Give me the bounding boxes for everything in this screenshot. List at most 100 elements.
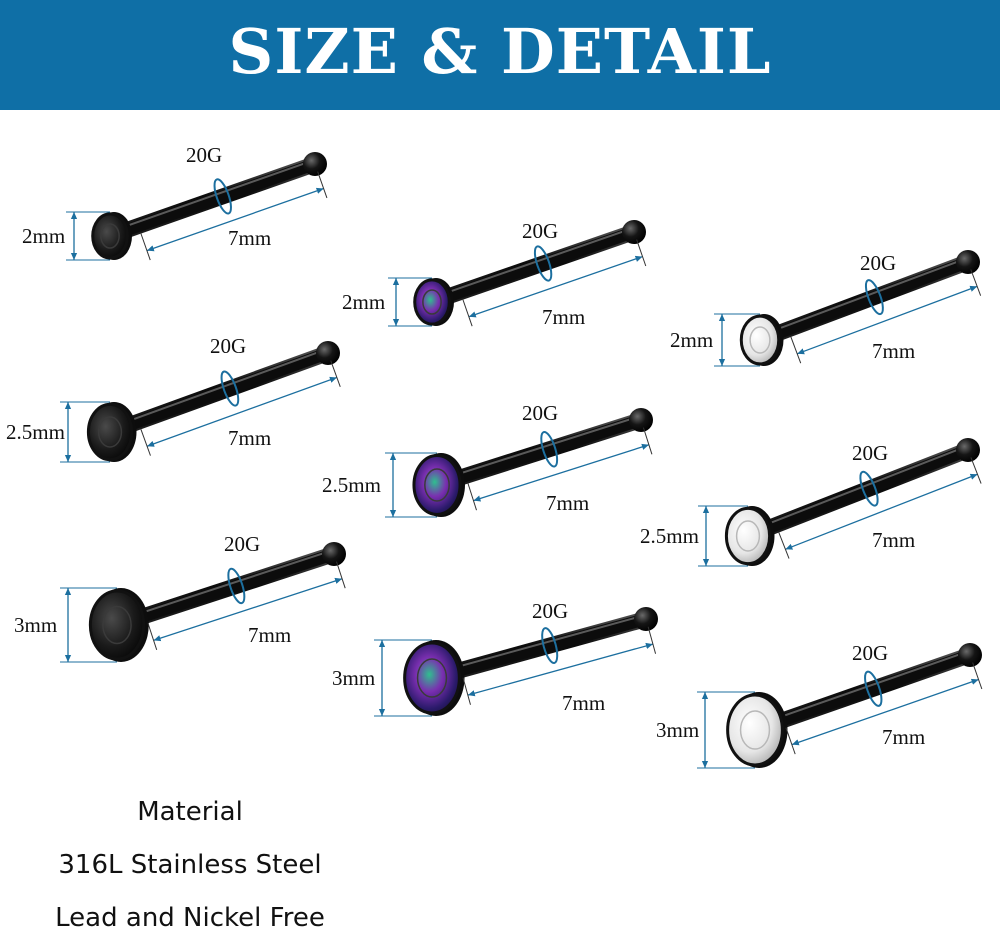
length-dimension: [468, 255, 643, 318]
length-tick: [785, 727, 796, 755]
length-tick: [636, 239, 647, 267]
ball-end: [622, 220, 646, 244]
product-diagram: 20G7mm2mm20G7mm2.5mm20G7mm3mm20G7mm2mm20…: [6, 143, 983, 769]
stud-black-2.5mm: 20G 7mm 2.5mm: [6, 334, 341, 463]
gem: [403, 641, 461, 715]
size-label: 3mm: [14, 613, 57, 637]
length-tick: [970, 457, 982, 484]
length-tick: [462, 677, 471, 705]
stud-rainbow-3mm: 20G 7mm 3mm: [332, 599, 658, 717]
ball-end: [956, 250, 980, 274]
stud-black-3mm: 20G 7mm 3mm: [14, 532, 346, 663]
length-dimension: [153, 577, 343, 642]
gauge-label: 20G: [852, 441, 888, 465]
gem-facet: [749, 326, 771, 354]
length-tick: [140, 429, 151, 456]
size-label: 2mm: [22, 224, 65, 248]
gauge-label: 20G: [860, 251, 896, 275]
material-type: 316L Stainless Steel: [58, 850, 322, 880]
gauge-label: 20G: [224, 532, 260, 556]
length-tick: [778, 532, 790, 559]
length-label: 7mm: [228, 226, 271, 250]
rod-core: [753, 649, 972, 736]
length-label: 7mm: [542, 305, 585, 329]
ball-end: [316, 341, 340, 365]
gauge-label: 20G: [522, 219, 558, 243]
gauge-label: 20G: [186, 143, 222, 167]
length-tick: [147, 623, 158, 651]
length-dimension: [473, 443, 650, 502]
gem: [91, 212, 129, 260]
gem: [88, 589, 146, 661]
gauge-label: 20G: [532, 599, 568, 623]
length-tick: [972, 662, 983, 690]
stud-clear-2mm: 20G 7mm 2mm: [670, 250, 982, 367]
ball-end: [634, 607, 658, 631]
length-label: 7mm: [248, 623, 291, 647]
length-label: 7mm: [546, 491, 589, 515]
gem: [724, 506, 772, 566]
size-label: 2mm: [342, 290, 385, 314]
length-tick: [330, 360, 341, 388]
length-dimension: [467, 642, 654, 697]
title-banner: SIZE & DETAIL: [0, 0, 1000, 110]
ball-end: [629, 408, 653, 432]
gem: [412, 454, 462, 516]
stud-clear-2.5mm: 20G 7mm 2.5mm: [640, 438, 982, 567]
gem-facet: [424, 468, 450, 502]
gem: [739, 314, 781, 366]
length-tick: [647, 626, 657, 654]
gem: [413, 278, 451, 326]
stud-clear-3mm: 20G 7mm 3mm: [656, 641, 983, 769]
gem-facet: [102, 605, 132, 645]
ball-end: [322, 542, 346, 566]
gem-facet: [100, 223, 120, 249]
size-label: 2.5mm: [6, 420, 65, 444]
material-heading: Material: [137, 797, 243, 827]
ball-end: [958, 643, 982, 667]
stud-rainbow-2.5mm: 20G 7mm 2.5mm: [322, 401, 653, 518]
gem-facet: [735, 520, 761, 552]
length-dimension: [796, 285, 978, 355]
gem-facet: [97, 416, 123, 448]
rod-highlight: [430, 614, 646, 676]
stud-black-2mm: 20G 7mm 2mm: [22, 143, 328, 261]
rod-highlight: [108, 348, 327, 430]
gem: [86, 402, 134, 462]
stud-rainbow-2mm: 20G 7mm 2mm: [342, 219, 647, 329]
gauge-label: 20G: [210, 334, 246, 358]
gem-facet: [422, 289, 442, 315]
size-label: 2.5mm: [640, 524, 699, 548]
ball-end: [956, 438, 980, 462]
rod-core: [435, 414, 643, 491]
gem-facet: [739, 710, 771, 750]
length-label: 7mm: [872, 528, 915, 552]
gauge-label: 20G: [522, 401, 558, 425]
length-dimension: [785, 473, 978, 550]
length-dimension: [791, 678, 979, 746]
length-tick: [336, 561, 346, 589]
gem: [726, 693, 784, 767]
length-label: 7mm: [562, 691, 605, 715]
rod-core: [108, 158, 317, 242]
size-label: 3mm: [656, 718, 699, 742]
length-tick: [467, 483, 477, 511]
size-label: 3mm: [332, 666, 375, 690]
size-label: 2.5mm: [322, 473, 381, 497]
rod-core: [430, 613, 648, 684]
gem-facet: [416, 658, 448, 698]
length-label: 7mm: [228, 426, 271, 450]
size-label: 2mm: [670, 328, 713, 352]
length-label: 7mm: [882, 725, 925, 749]
length-dimension: [146, 187, 324, 252]
length-tick: [462, 299, 473, 327]
rod-highlight: [435, 415, 641, 483]
length-tick: [790, 336, 802, 364]
rod-highlight: [115, 549, 334, 623]
length-label: 7mm: [872, 339, 915, 363]
length-tick: [642, 427, 653, 455]
rod-highlight: [108, 159, 315, 234]
banner-title: SIZE & DETAIL: [228, 15, 772, 88]
gauge-label: 20G: [852, 641, 888, 665]
length-tick: [970, 269, 982, 296]
